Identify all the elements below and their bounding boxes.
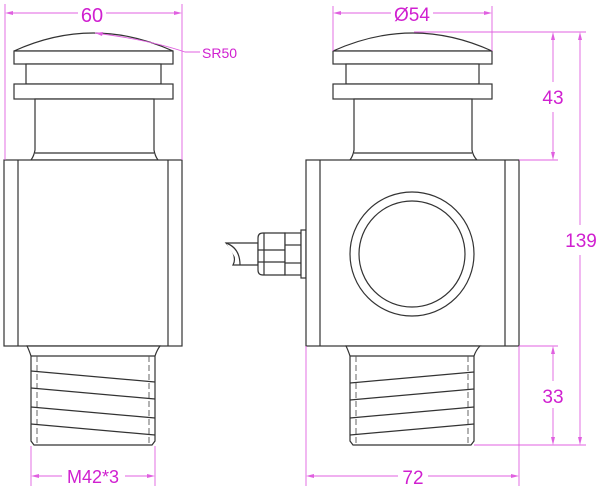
front-cap-plate <box>13 50 174 65</box>
thread-spec-label: M42*3 <box>67 467 119 487</box>
front-thread <box>26 345 162 446</box>
side-cap-plate <box>332 50 493 65</box>
sphere-radius-label: SR50 <box>202 45 237 61</box>
front-body <box>3 159 183 347</box>
top-height-43-label: 43 <box>542 88 563 109</box>
diameter-54-label: Ø54 <box>394 5 430 26</box>
side-cap-neck <box>345 63 480 85</box>
front-flange <box>13 83 174 100</box>
side-dome-cap <box>332 32 493 52</box>
side-view: Ø54 43 139 33 72 <box>224 5 597 488</box>
front-stem <box>29 98 160 161</box>
body-width-72-label: 72 <box>402 468 423 488</box>
side-stem <box>348 98 479 161</box>
front-view: 60 SR50 M42*3 <box>3 4 237 487</box>
width-60-label: 60 <box>81 5 103 27</box>
side-flange <box>332 83 493 100</box>
cable-gland <box>224 229 307 279</box>
total-height-139-label: 139 <box>565 231 597 252</box>
side-thread <box>345 345 482 446</box>
front-cap-neck <box>25 63 162 85</box>
thread-length-33-label: 33 <box>542 387 563 408</box>
load-hole-inner <box>358 200 466 308</box>
